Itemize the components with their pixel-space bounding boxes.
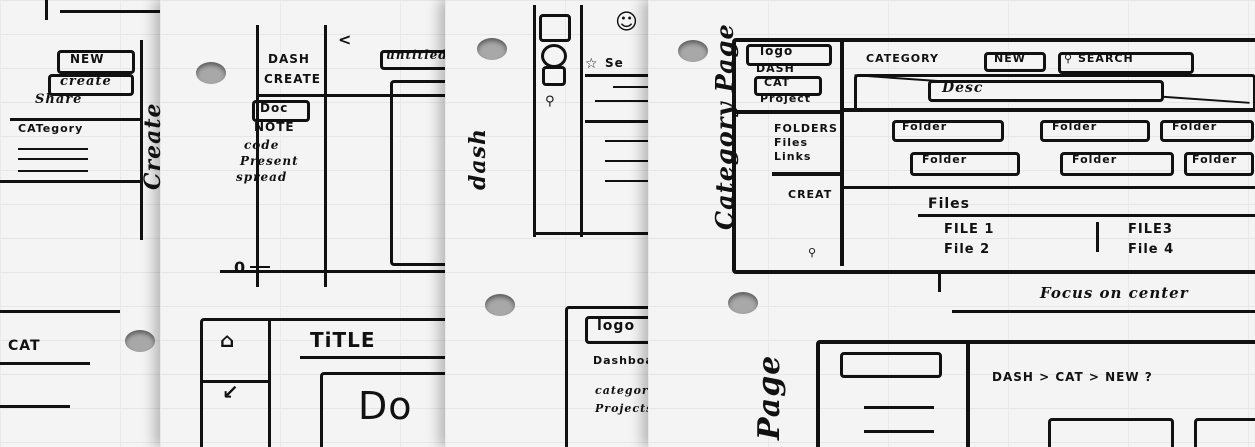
folder-card [1160, 120, 1254, 142]
focus-note: Focus on center [1040, 284, 1189, 302]
bottom-page-side-title: Page [752, 354, 787, 440]
create-label: CREAT [788, 188, 833, 201]
nav-dash: DASH [756, 62, 795, 75]
category-page-frame [732, 38, 1255, 274]
title-label: TiTLE [310, 328, 376, 352]
nav-create: CREATE [264, 72, 321, 86]
doc-type-spread: spread [236, 170, 288, 184]
folder-label: Folder [1172, 120, 1218, 133]
nav-cat-selected [754, 76, 822, 96]
nav-category: category [595, 384, 657, 397]
e-icon [541, 44, 567, 68]
folder-card [892, 120, 1004, 142]
star-icon: ☆ [585, 56, 599, 72]
punch-hole [196, 62, 226, 84]
logo-label: logo [597, 318, 636, 334]
sidebar-folders: FOLDERS [774, 122, 838, 135]
search-label: Se [605, 56, 624, 70]
search-box-sketch [1058, 52, 1194, 74]
new-button-sketch [57, 50, 135, 74]
header-desc: Desc [942, 80, 984, 96]
doc-type-note: NOTE [254, 120, 295, 134]
content-card-sketch [1048, 418, 1174, 447]
create-button-sketch [48, 74, 134, 96]
folder-label: Folder [1072, 153, 1118, 166]
breadcrumb: DASH > CAT > NEW ? [992, 370, 1153, 384]
back-glyph: < [338, 30, 353, 49]
folder-label: Folder [1192, 153, 1238, 166]
content-card-sketch [1194, 418, 1255, 447]
page-side-title: Create [140, 102, 166, 190]
logo-box [840, 352, 942, 378]
new-button-sketch [984, 52, 1046, 72]
file-3: FILE3 [1128, 222, 1173, 237]
page-side-title: dash [465, 127, 491, 190]
doc-type-doc: Doc [260, 101, 289, 115]
nav-project: Project [760, 92, 812, 105]
header-new: NEW [994, 52, 1026, 65]
files-title: Files [928, 196, 970, 212]
folder-card [1060, 152, 1174, 176]
doc-type-selected [252, 100, 310, 122]
create-label: create [60, 74, 112, 89]
nav-projects: Projects [595, 402, 654, 415]
nav-cat: CAT [764, 76, 791, 89]
avatar-icon: ☺ [615, 10, 639, 35]
new-label: NEW [70, 52, 105, 66]
logo-box [746, 44, 832, 66]
punch-hole [678, 40, 708, 62]
sketch-sheet-create: Create DASH CREATE < Doc NOTE code Prese… [125, 0, 466, 447]
header-category: CATEGORY [866, 52, 939, 65]
file-4: File 4 [1128, 242, 1175, 257]
home-icon [539, 14, 571, 42]
category-section-label: CATegory [18, 122, 84, 135]
sidebar-links: Links [774, 150, 812, 163]
doc-preview-label: Do [358, 384, 413, 428]
file-2: File 2 [944, 242, 991, 257]
punch-hole [728, 292, 758, 314]
search-icon: ⚲ [545, 94, 556, 109]
footer-glyph: 0 [234, 258, 247, 277]
doc-type-present: Present [240, 154, 299, 168]
doc-type-code: code [244, 138, 280, 152]
title-input-placeholder: untitled [386, 48, 448, 62]
sidebar-files: Files [774, 136, 809, 149]
logo-label: logo [760, 44, 794, 58]
folder-label: Folder [922, 153, 968, 166]
sketch-sheet-dash: dash ⚲ ☺ ☆ Se logo Dashboard category Pr… [445, 0, 691, 447]
punch-hole [485, 294, 515, 316]
header-search: SEARCH [1078, 52, 1134, 65]
nav-dash: DASH [268, 52, 310, 66]
folder-label: Folder [1052, 120, 1098, 133]
cat-footer-label: CAT [8, 338, 41, 354]
desc-box-sketch [928, 80, 1164, 102]
share-label: Share [35, 92, 83, 107]
punch-hole [125, 330, 155, 352]
bottom-page-frame [816, 340, 1255, 447]
punch-hole [477, 38, 507, 60]
folder-card [1184, 152, 1254, 176]
sketch-sheet-category-page: Category Page Page logo DASH CAT Project… [648, 0, 1255, 447]
footer-search-icon: ⚲ [808, 246, 818, 259]
folder-card [910, 152, 1020, 176]
folder-label: Folder [902, 120, 948, 133]
arrow-icon: ↙ [222, 380, 240, 404]
plus-icon [542, 66, 566, 86]
home-icon: ⌂ [220, 328, 236, 352]
file-1: FILE 1 [944, 222, 995, 237]
folder-card [1040, 120, 1150, 142]
search-icon: ⚲ [1064, 52, 1074, 65]
